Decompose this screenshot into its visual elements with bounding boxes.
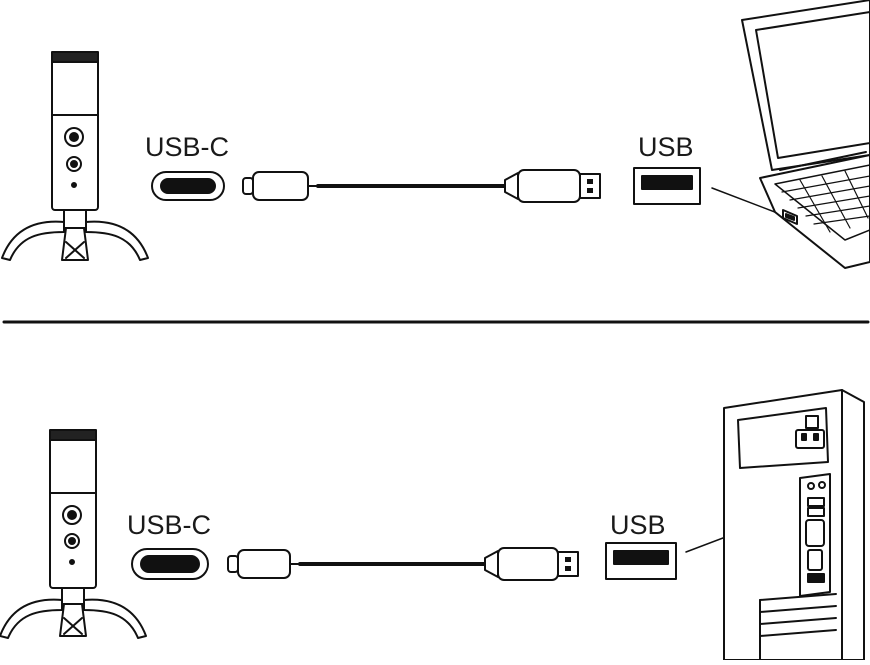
desktop-tower	[723, 389, 865, 661]
laptop	[741, 0, 870, 269]
usb-c-port-top	[151, 171, 225, 201]
usb-c-label-top: USB-C	[145, 132, 230, 162]
usb-c-port-bottom	[131, 548, 209, 580]
usb-cable-bottom	[227, 547, 579, 581]
connector-line-top	[711, 187, 781, 215]
usb-port-bottom	[605, 542, 677, 580]
usb-c-label-bottom: USB-C	[127, 510, 212, 540]
microphone-top	[1, 51, 149, 261]
usb-port-top	[633, 167, 701, 205]
usb-label-bottom: USB	[610, 510, 666, 540]
microphone-bottom	[0, 429, 147, 639]
usb-cable-top	[242, 169, 601, 203]
usb-label-top: USB	[638, 132, 694, 162]
